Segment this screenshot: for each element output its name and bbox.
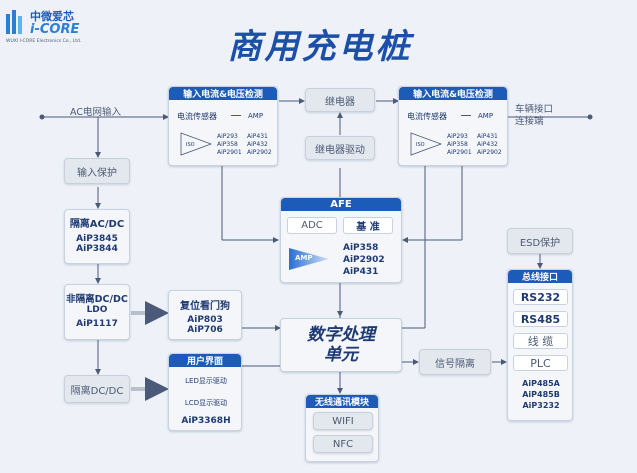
watchdog-box: 复位看门狗 AiP803 AiP706 [168, 290, 242, 340]
signal-isolation-box: 信号隔离 [419, 349, 491, 375]
isolated-acdc-box: 隔离AC/DC AiP3845 AiP3844 [64, 209, 130, 264]
page-title: 商用充电桩 [227, 26, 413, 67]
user-ui-module: 用户界面 LED显示驱动 LCD显示驱动 AiP3368H [168, 353, 242, 431]
input-sense-1-header: 输入电流&电压检测 [169, 87, 277, 100]
logo-sub: WUXI I-CORE Electronics Co., Ltd. [6, 39, 82, 44]
input-sense-1-amp: AMP [248, 112, 264, 120]
input-sense-2-chips-a: AiP293 AiP358 AiP2901 [447, 133, 472, 156]
input-protect-box: 输入保护 [64, 158, 130, 184]
relay-driver-box: 继电器驱动 [305, 136, 375, 160]
isolated-acdc-title: 隔离AC/DC [69, 219, 125, 230]
input-sense-module-2: 输入电流&电压检测 电流传感器 AMP ISO AiP293 AiP358 Ai… [398, 86, 508, 166]
relay-box: 继电器 [305, 88, 375, 112]
input-sense-module-1: 输入电流&电压检测 电流传感器 AMP ISO AiP293 AiP358 Ai… [168, 86, 278, 166]
input-sense-2-amp: AMP [478, 112, 494, 120]
afe-ref: 基 准 [343, 217, 393, 234]
logo-mark-icon [6, 10, 26, 36]
afe-module: AFE ADC 基 准 AMP AiP358 AiP2902 AiP431 [280, 197, 402, 283]
wireless-header: 无线通讯模块 [306, 395, 378, 408]
isolated-dcdc-box: 隔离DC/DC [64, 375, 130, 403]
esd-protect-box: ESD保护 [507, 228, 573, 254]
afe-adc: ADC [287, 217, 337, 234]
bus-chips: AiP485A AiP485B AiP3232 [522, 379, 560, 410]
iso-amp-2-icon: ISO [410, 132, 443, 156]
iso-amp-1-icon: ISO [180, 132, 213, 156]
bus-interface-module: 总线接口 RS232 RS485 线 缆 PLC AiP485A AiP485B… [507, 269, 573, 421]
svg-text:ISO: ISO [186, 142, 195, 148]
input-sense-1-chips-a: AiP293 AiP358 AiP2901 [217, 133, 242, 156]
wireless-module: 无线通讯模块 WIFI NFC [305, 394, 379, 462]
afe-header: AFE [281, 198, 401, 211]
bus-header: 总线接口 [508, 270, 572, 283]
company-logo: 中微爱芯 i-CORE WUXI I-CORE Electronics Co.,… [6, 8, 116, 48]
svg-text:ISO: ISO [416, 142, 425, 148]
input-sense-2-header: 输入电流&电压检测 [399, 87, 507, 100]
afe-chips: AiP358 AiP2902 AiP431 [343, 243, 385, 277]
input-sense-2-chips-b: AiP431 AiP432 AiP2902 [477, 133, 502, 156]
non-isolated-dcdc-box: 非隔离DC/DC LDO AiP1117 [64, 284, 130, 340]
vehicle-port-label: 车辆接口 连接端 [515, 104, 554, 127]
logo-en: i-CORE [30, 22, 80, 37]
ac-input-label: AC电网输入 [70, 107, 121, 118]
user-ui-header: 用户界面 [169, 354, 241, 367]
logo-cn: 中微爱芯 [30, 10, 74, 23]
input-sense-2-sensor: 电流传感器 [407, 112, 447, 121]
input-sense-1-chips-b: AiP431 AiP432 AiP2902 [247, 133, 272, 156]
input-sense-1-sensor: 电流传感器 [177, 112, 217, 121]
dsp-unit: 数字处理 单元 [280, 318, 402, 372]
